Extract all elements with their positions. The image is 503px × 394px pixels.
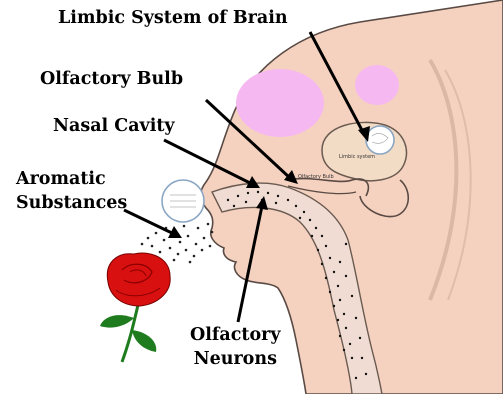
label-olfactory-neurons: Olfactory Neurons <box>190 323 281 371</box>
label-olfactory-bulb: Olfactory Bulb <box>40 69 183 89</box>
rose <box>100 253 170 362</box>
label-neurons-line1: Olfactory <box>190 323 281 347</box>
label-aromatic-line1: Aromatic <box>16 167 127 191</box>
bulb-inner-label: Olfactory Bulb <box>298 174 334 180</box>
label-limbic-system: Limbic System of Brain <box>58 8 288 28</box>
label-neurons-line2: Neurons <box>190 347 281 371</box>
label-nasal-cavity: Nasal Cavity <box>53 116 175 136</box>
label-aromatic-line2: Substances <box>16 191 127 215</box>
label-aromatic-substances: Aromatic Substances <box>16 167 127 215</box>
brain-region-right <box>355 65 399 105</box>
brain-region-left <box>236 69 324 137</box>
limbic-inset-circle <box>366 126 394 154</box>
limbic-inner-label: Limbic system <box>339 154 375 160</box>
